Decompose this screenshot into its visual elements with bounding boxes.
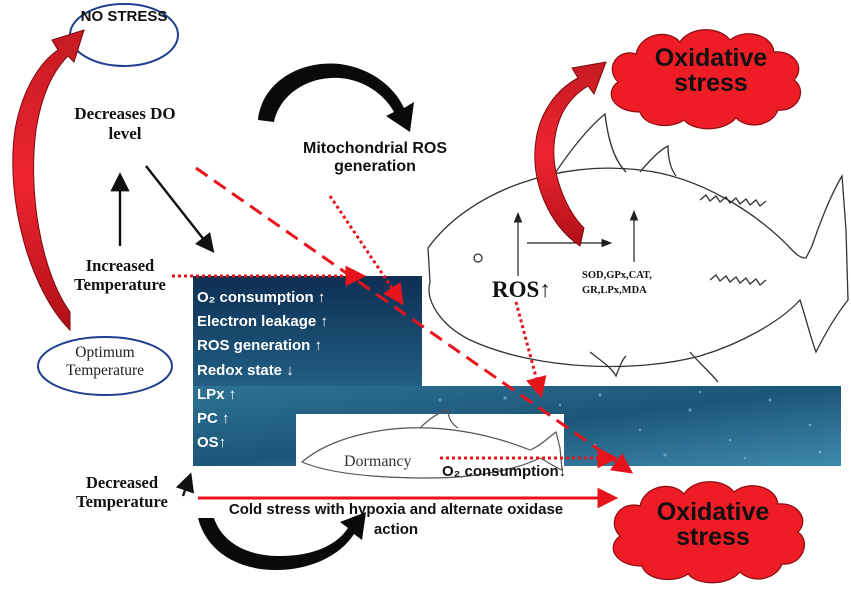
mitochondrial-ros-label: Mitochondrial ROS generation: [303, 140, 447, 176]
effect-item: OS↑: [197, 434, 227, 452]
o2-consumption-down-label: O₂ consumption↓: [442, 463, 567, 480]
decreased-temperature-label: Decreased Temperature: [76, 473, 168, 511]
top-black-curved-arrow: [258, 63, 414, 133]
enzymes-label: SOD,GPx,CAT, GR,LPx,MDA: [582, 268, 692, 298]
oxidative-stress-bottom-label: Oxidative stress: [656, 498, 770, 551]
fish-internal-arrows: [513, 209, 639, 276]
bottom-black-curved-arrow: [198, 512, 366, 570]
oxidative-stress-cloud-bottom: [612, 481, 805, 584]
dormancy-label: Dormancy: [344, 453, 412, 470]
effect-item: PC ↑: [197, 410, 230, 428]
no-stress-label: NO STRESS: [80, 8, 168, 25]
effects-list: O₂ consumption ↑ Electron leakage ↑ ROS …: [197, 286, 328, 455]
top-right-curved-red-arrow: [534, 61, 607, 247]
decreases-do-label: Decreases DO level: [74, 104, 176, 143]
enzymes-line-2: GR,LPx,MDA: [582, 285, 647, 297]
oxidative-stress-cloud-top: [610, 29, 801, 130]
black-arrows: [110, 165, 215, 497]
optimum-temperature-ellipse: [37, 336, 173, 396]
oxidative-stress-top-label: Oxidative stress: [654, 44, 768, 97]
tuna-small: [300, 409, 563, 479]
increased-temperature-label: Increased Temperature: [74, 256, 166, 294]
enzymes-line-1: SOD,GPx,CAT,: [582, 270, 652, 281]
red-dashed-arrows: [172, 166, 634, 474]
effect-item: O₂ consumption ↑: [197, 289, 326, 306]
effect-item: Electron leakage ↑: [197, 313, 328, 331]
effect-item: Redox state ↓: [197, 361, 294, 379]
cold-stress-label: Cold stress with hypoxia and alternate o…: [228, 501, 564, 538]
left-curved-red-arrow: [12, 29, 85, 332]
effect-item: LPx ↑: [197, 385, 237, 403]
tuna-large: [427, 112, 849, 383]
optimum-temperature-label: Optimum Temperature: [65, 344, 145, 379]
effect-item: ROS generation ↑: [197, 337, 323, 355]
ros-label: ROS↑: [492, 277, 551, 302]
